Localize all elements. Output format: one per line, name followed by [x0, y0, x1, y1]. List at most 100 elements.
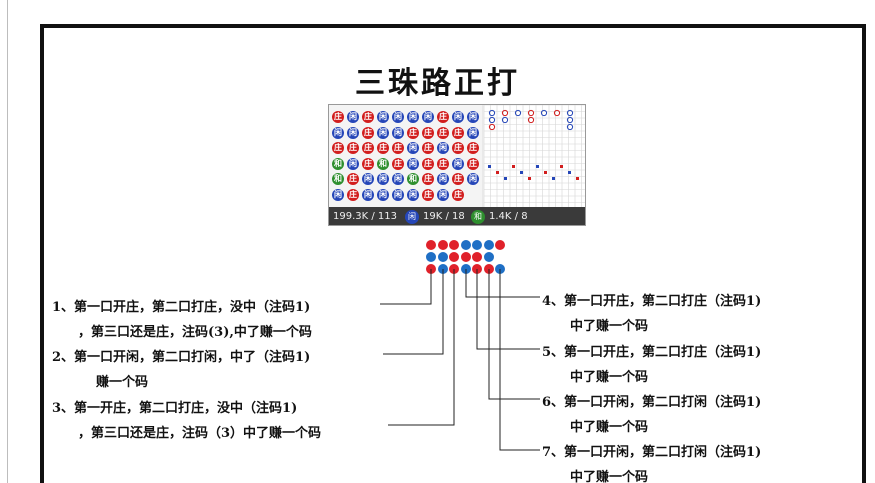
note-3-line-2: ，第三口还是庄，注码（3）中了赚一个码: [78, 426, 322, 441]
bead: 闲: [392, 173, 404, 185]
bead: 庄: [437, 126, 449, 139]
left-divider: [7, 0, 8, 483]
tie-badge: 和: [471, 210, 485, 224]
bead: 闲: [407, 142, 419, 154]
connector-4: [465, 269, 540, 298]
pattern-dot: [449, 240, 459, 250]
bead: 闲: [392, 188, 404, 201]
note-1-line-2: ，第三口还是庄，注码(3),中了赚一个码: [78, 325, 312, 340]
bead: 庄: [437, 157, 449, 170]
bead: 闲: [392, 126, 404, 139]
bead: 闲: [422, 111, 434, 123]
big-road-mark: [566, 123, 574, 131]
connector-6: [488, 269, 540, 400]
pattern-dot: [460, 252, 471, 262]
connector-3: [388, 269, 455, 426]
bead: 庄: [362, 157, 374, 170]
pattern-dot: [460, 240, 471, 250]
big-road-mark: [566, 116, 574, 124]
big-road-mark: [540, 109, 548, 117]
pattern-dot: [437, 240, 448, 250]
bead: 闲: [362, 188, 374, 201]
tie-stat: 1.4K / 8: [489, 211, 528, 222]
big-road-mark: [488, 123, 496, 131]
big-road-mark: [501, 116, 509, 124]
bead: 闲: [347, 157, 359, 170]
pattern-dot: [472, 252, 482, 262]
derived-road-mark: [528, 177, 531, 180]
bead: 闲: [377, 173, 389, 185]
note-4-line-2: 中了赚一个码: [570, 319, 649, 334]
big-road-mark: [514, 109, 522, 117]
bead: 庄: [347, 142, 359, 154]
big-road-grid: [483, 105, 585, 207]
note-6-line-2: 中了赚一个码: [570, 420, 649, 435]
bead: 闲: [452, 111, 464, 123]
derived-road-mark: [512, 165, 515, 168]
bead: 闲: [377, 188, 389, 201]
derived-road-mark: [496, 171, 499, 174]
page-title: 三珠路正打: [355, 66, 520, 101]
pattern-dot: [437, 252, 448, 262]
bead: 庄: [452, 188, 464, 201]
bead: 庄: [362, 126, 374, 139]
connector-1: [380, 269, 432, 305]
bead: 庄: [422, 142, 434, 154]
bead: 闲: [377, 111, 389, 123]
player-badge: 闲: [405, 210, 419, 224]
note-3-line-1: 3、第一开庄，第二口打庄，没中（注码1): [52, 401, 298, 416]
bead: 闲: [407, 111, 419, 123]
bead: 闲: [407, 157, 419, 170]
bead: 和: [332, 157, 344, 170]
roadmap-footer: 199.3K / 113 闲 19K / 18 和 1.4K / 8: [329, 207, 585, 225]
bead: 庄: [362, 111, 374, 123]
big-road-mark: [488, 109, 496, 117]
bead: 闲: [332, 188, 344, 201]
bead: 闲: [407, 188, 419, 201]
bead: 庄: [392, 142, 404, 154]
pattern-dot: [495, 240, 505, 250]
bead: 庄: [422, 173, 434, 185]
bead: 庄: [362, 142, 374, 154]
derived-road-mark: [576, 177, 579, 180]
bead: 闲: [467, 111, 479, 123]
bead: 闲: [467, 126, 479, 139]
note-5-line-2: 中了赚一个码: [570, 370, 649, 385]
bead: 闲: [437, 188, 449, 201]
bead: 庄: [422, 157, 434, 170]
total-stat: 199.3K / 113: [333, 211, 397, 222]
bead: 闲: [347, 111, 359, 123]
note-2-line-1: 2、第一口开闲，第二口打闲，中了（注码1): [52, 350, 311, 365]
bead: 庄: [452, 126, 464, 139]
bead: 庄: [422, 126, 434, 139]
bead-plate: 庄闲庄闲闲闲闲庄闲闲闲闲庄闲闲庄庄庄庄闲庄庄庄庄庄闲庄闲庄庄和闲庄和庄闲庄庄闲庄…: [329, 105, 482, 207]
derived-road-mark: [552, 177, 555, 180]
pattern-dot: [426, 252, 436, 262]
bead: 和: [407, 173, 419, 185]
pattern-dot: [426, 240, 436, 250]
note-5-line-1: 5、第一口开庄，第二口打庄（注码1): [542, 345, 762, 360]
bead: 庄: [467, 142, 479, 154]
bead: 庄: [407, 126, 419, 139]
bead: 闲: [332, 126, 344, 139]
bead: 庄: [377, 142, 389, 154]
bead: 闲: [377, 126, 389, 139]
big-road-mark: [527, 109, 535, 117]
connector-2: [383, 269, 444, 355]
pattern-dot: [472, 240, 482, 250]
bead: 闲: [362, 173, 374, 185]
big-road-mark: [553, 109, 561, 117]
bead: 庄: [347, 188, 359, 201]
note-7-line-1: 7、第一口开闲，第二口打闲（注码1): [542, 445, 762, 460]
bead: 和: [377, 157, 389, 170]
bead: 闲: [347, 126, 359, 139]
big-road-mark: [501, 109, 509, 117]
bead: 庄: [467, 157, 479, 170]
note-2-line-2: 赚一个码: [96, 375, 149, 390]
bead: 闲: [437, 142, 449, 154]
bead: 庄: [437, 111, 449, 123]
note-6-line-1: 6、第一口开闲，第二口打闲（注码1): [542, 395, 762, 410]
player-stat: 19K / 18: [423, 211, 465, 222]
note-7-line-2: 中了赚一个码: [570, 470, 649, 483]
